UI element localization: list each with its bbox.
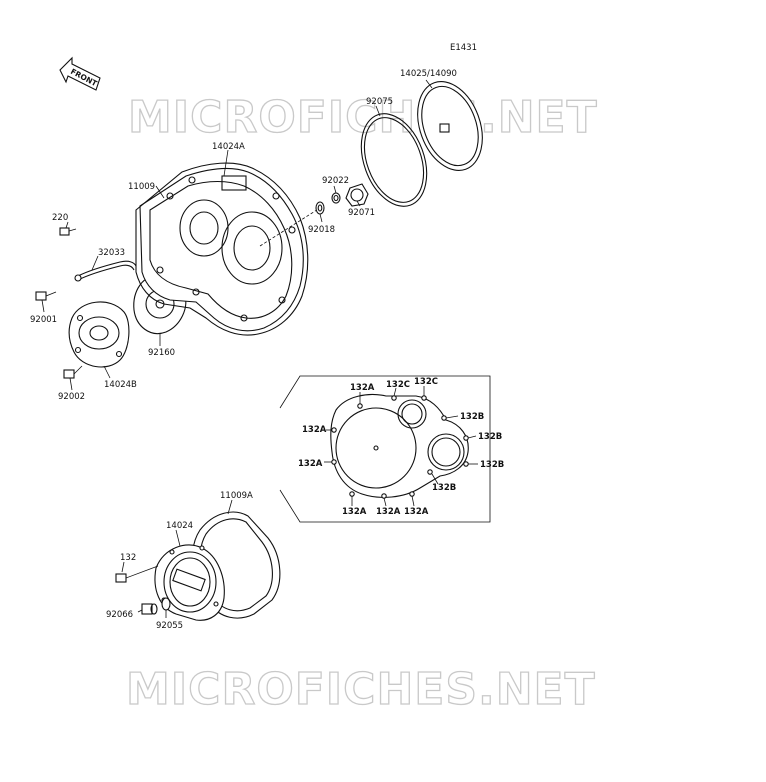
label-14024a: 14024A: [212, 142, 245, 152]
label-92022: 92022: [322, 176, 349, 186]
bolt-220-icon: [59, 227, 77, 236]
oring-92022: [331, 192, 341, 204]
front-arrow-icon: FRONT: [59, 56, 101, 91]
bolt-label-132a: 132A: [376, 507, 401, 517]
label-220: 220: [52, 213, 68, 223]
label-14025-14090: 14025/14090: [400, 69, 457, 79]
label-92001: 92001: [30, 315, 57, 325]
plug-92066: [141, 603, 158, 615]
cover-14024b: [68, 301, 130, 368]
washer-92018: [315, 201, 325, 215]
label-92066: 92066: [106, 610, 133, 620]
figure-code: E1431: [450, 43, 477, 53]
crankcase-cover-14024a: [139, 168, 304, 332]
label-14024: 14024: [166, 521, 193, 531]
oring-92055: [161, 597, 171, 611]
bolt-label-132a: 132A: [302, 425, 327, 435]
bolt-label-132a: 132A: [298, 459, 323, 469]
label-92055: 92055: [156, 621, 183, 631]
oring-92075: [360, 113, 428, 207]
bolt-92002-icon: [63, 365, 83, 379]
bolt-label-132a: 132A: [342, 507, 367, 517]
label-32033: 32033: [98, 248, 125, 258]
label-11009a: 11009A: [220, 491, 253, 501]
bolt-label-132b: 132B: [478, 432, 502, 442]
bolt-pattern-inset: [279, 375, 491, 523]
label-11009: 11009: [128, 182, 155, 192]
cap-14025-14090: [417, 81, 483, 171]
watermark-bottom: MICROFICHES.NET: [126, 664, 596, 715]
bolt-label-132c: 132C: [386, 380, 410, 390]
gasket-11009: [135, 162, 309, 336]
label-92002: 92002: [58, 392, 85, 402]
hose-32033: [74, 260, 137, 282]
label-92071: 92071: [348, 208, 375, 218]
bolt-label-132b: 132B: [460, 412, 484, 422]
label-92075: 92075: [366, 97, 393, 107]
label-92018: 92018: [308, 225, 335, 235]
label-14024b: 14024B: [104, 380, 137, 390]
bolt-92001-icon: [35, 291, 57, 301]
watermark-top: MICROFICHES.NET: [128, 92, 598, 143]
label-92160: 92160: [148, 348, 175, 358]
bolt-label-132b: 132B: [432, 483, 456, 493]
bolt-label-132c: 132C: [414, 377, 438, 387]
bolt-label-132a: 132A: [404, 507, 429, 517]
bolt-132-icon: [115, 565, 159, 583]
plug-92071: [345, 183, 369, 207]
bolt-label-132b: 132B: [480, 460, 504, 470]
label-132: 132: [120, 553, 136, 563]
bolt-label-132a: 132A: [350, 383, 375, 393]
